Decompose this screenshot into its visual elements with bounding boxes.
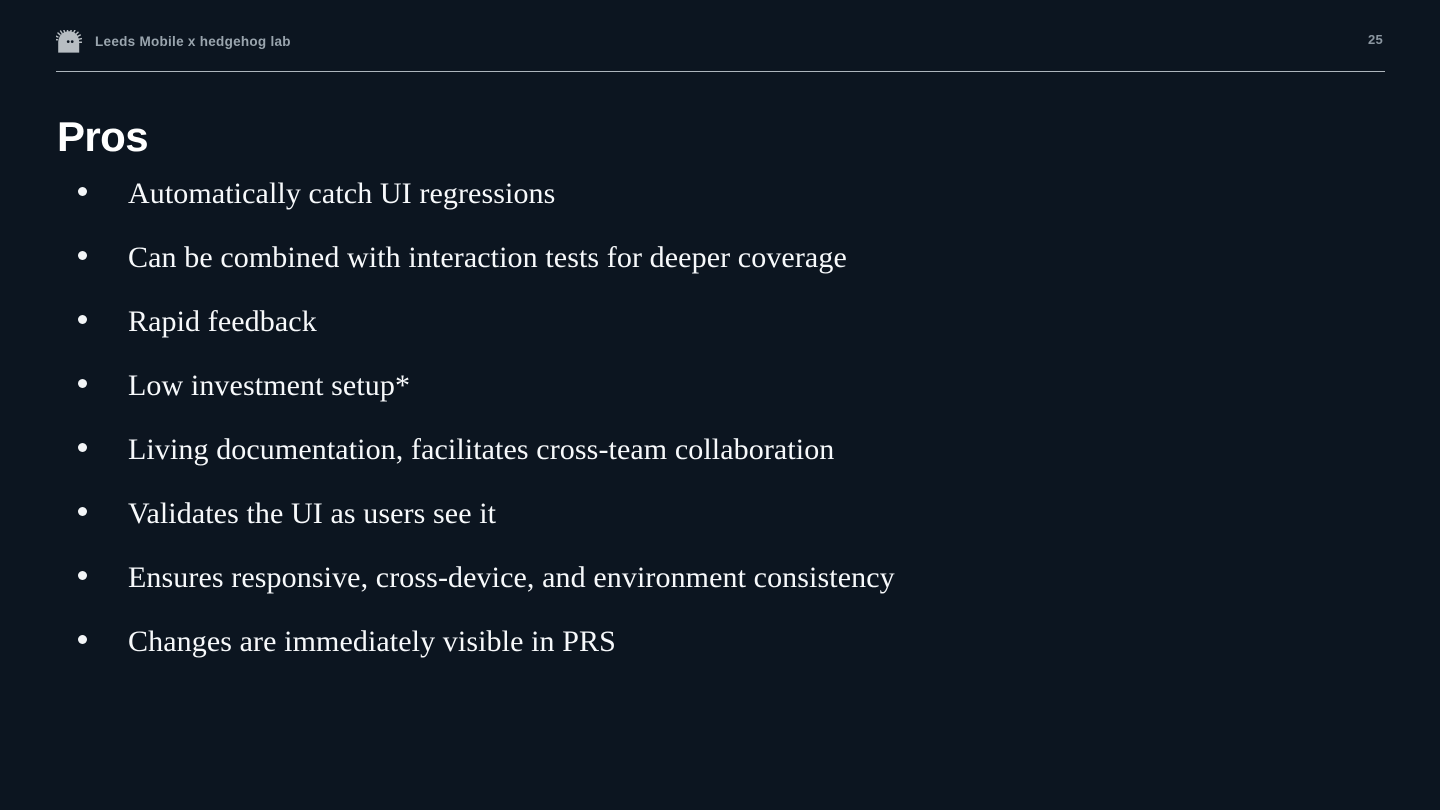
slide-page-number: 25 — [1367, 32, 1383, 47]
list-item-label: Living documentation, facilitates cross-… — [128, 433, 835, 466]
list-item-label: Validates the UI as users see it — [128, 497, 497, 530]
list-item: Automatically catch UI regressions — [57, 176, 1387, 240]
list-item: Validates the UI as users see it — [57, 496, 1387, 560]
list-item: Living documentation, facilitates cross-… — [57, 432, 1387, 496]
brand-name: Leeds Mobile x hedgehog lab — [95, 34, 291, 49]
bullet-point-icon — [57, 251, 128, 260]
list-item-label: Ensures responsive, cross-device, and en… — [128, 561, 895, 594]
list-item-label: Can be combined with interaction tests f… — [128, 241, 847, 274]
bullet-point-icon — [57, 507, 128, 516]
list-item-label: Automatically catch UI regressions — [128, 177, 556, 210]
header-divider — [56, 71, 1385, 72]
list-item: Rapid feedback — [57, 304, 1387, 368]
hedgehog-logo-icon — [56, 30, 82, 53]
list-item: Low investment setup* — [57, 368, 1387, 432]
bullet-point-icon — [57, 443, 128, 452]
list-item-label: Rapid feedback — [128, 305, 317, 338]
list-item: Changes are immediately visible in PRS — [57, 624, 1387, 688]
bullet-point-icon — [57, 635, 128, 644]
pros-bullet-list: Automatically catch UI regressions Can b… — [57, 176, 1387, 688]
slide-header: Leeds Mobile x hedgehog lab 25 — [56, 28, 1384, 72]
list-item: Ensures responsive, cross-device, and en… — [57, 560, 1387, 624]
slide-title: Pros — [57, 113, 149, 160]
bullet-point-icon — [57, 379, 128, 388]
list-item: Can be combined with interaction tests f… — [57, 240, 1387, 304]
list-item-label: Low investment setup* — [128, 369, 411, 402]
bullet-point-icon — [57, 571, 128, 580]
brand-lockup: Leeds Mobile x hedgehog lab — [56, 28, 291, 56]
bullet-point-icon — [57, 187, 128, 196]
list-item-label: Changes are immediately visible in PRS — [128, 625, 616, 658]
bullet-point-icon — [57, 315, 128, 324]
